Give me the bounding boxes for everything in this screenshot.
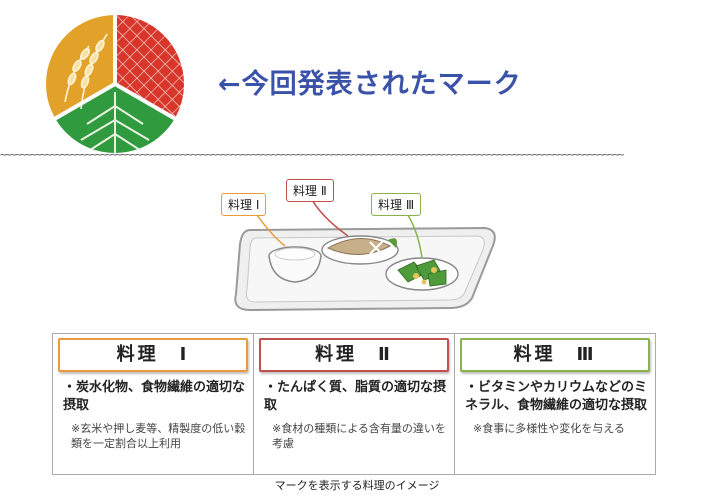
dish2-tag: 料理 Ⅱ	[286, 179, 334, 202]
dish3-title: 料理 Ⅲ	[460, 338, 650, 372]
dish3-note: ※食事に多様性や変化を与える	[473, 422, 625, 435]
dish1-tag: 料理 Ⅰ	[221, 193, 267, 216]
wavy-divider: ~~~~~~~~~~~~~~~~~~~~~~~~~~~~~~~~~~~~~~~~…	[0, 148, 624, 161]
dish3-description: ・ビタミンやカリウムなどのミネラル、食物繊維の適切な摂取	[465, 380, 648, 413]
dish3-tag: 料理 Ⅲ	[371, 193, 422, 216]
dish2-panel: 料理 Ⅱ ・たんぱく質、脂質の適切な摂取 ※食材の種類による含有量の違いを考慮	[254, 334, 455, 474]
dish2-description: ・たんぱく質、脂質の適切な摂取	[264, 380, 447, 413]
dish2-title: 料理 Ⅱ	[259, 338, 449, 372]
dish1-note: ※玄米や押し麦等、精製度の低い穀類を一定割合以上利用	[71, 422, 246, 450]
dish2-note: ※食材の種類による含有量の違いを考慮	[272, 422, 446, 450]
figure-caption: マークを表示する料理のイメージ	[274, 479, 440, 492]
headline: ←今回発表されたマーク	[218, 69, 522, 100]
dish-panels: 料理 Ⅰ ・炭水化物、食物繊維の適切な摂取 ※玄米や押し麦等、精製度の低い穀類を…	[52, 333, 656, 475]
dish1-title: 料理 Ⅰ	[58, 338, 248, 372]
dish1-panel: 料理 Ⅰ ・炭水化物、食物繊維の適切な摂取 ※玄米や押し麦等、精製度の低い穀類を…	[53, 334, 254, 474]
dish3-panel: 料理 Ⅲ ・ビタミンやカリウムなどのミネラル、食物繊維の適切な摂取 ※食事に多様…	[455, 334, 655, 474]
meal-mark-logo	[46, 14, 184, 153]
meal-tray-illustration	[234, 195, 496, 312]
dish1-description: ・炭水化物、食物繊維の適切な摂取	[63, 380, 246, 413]
